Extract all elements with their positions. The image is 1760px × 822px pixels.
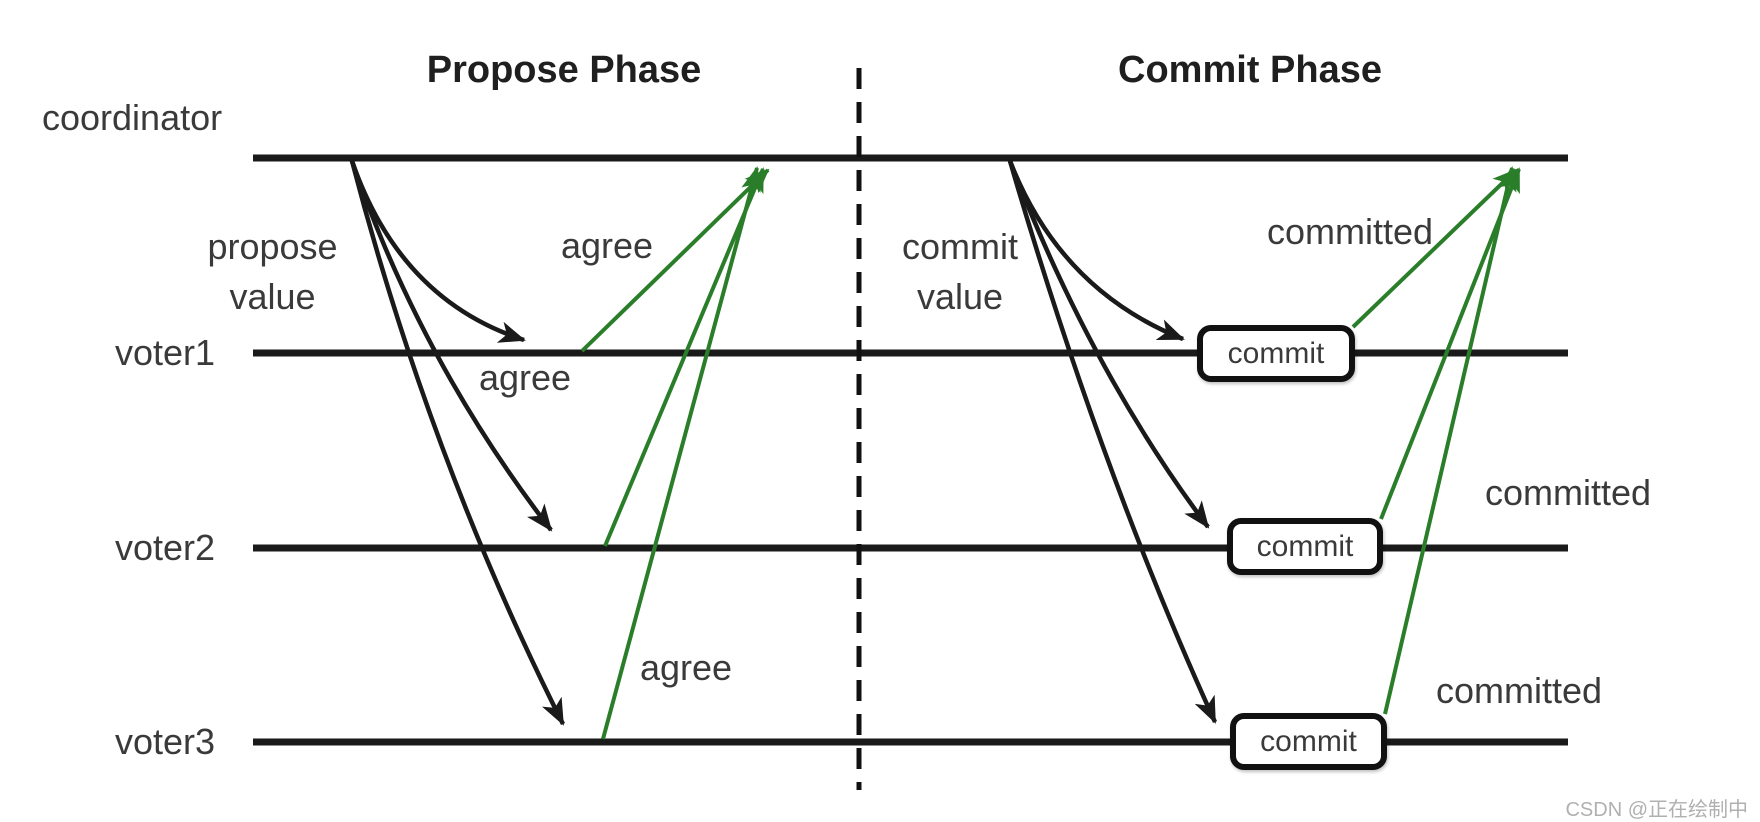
agree-arrow-voter3 (601, 166, 761, 740)
commit-value-line1: commit (902, 226, 1018, 267)
commit-arrow-to-voter3 (1007, 160, 1218, 724)
propose-value-arrows (349, 160, 566, 726)
commit-box-voter2: commit (1227, 518, 1383, 575)
propose-phase-title: Propose Phase (426, 49, 702, 91)
lane-label-voter2: voter2 (114, 527, 215, 568)
commit-arrow-to-voter2 (1007, 160, 1210, 529)
agree-label-voter2: agree (478, 357, 572, 398)
agree-arrow-voter1 (580, 168, 770, 353)
commit-box-voter1: commit (1197, 325, 1355, 382)
commit-box-voter1-label: commit (1227, 336, 1325, 370)
committed-arrow-voter2 (1379, 167, 1521, 520)
propose-value-line1: propose (207, 226, 338, 267)
commit-box-voter3-label: commit (1260, 724, 1357, 758)
agree-arrows (580, 166, 770, 740)
propose-arrow-to-voter3 (349, 160, 566, 726)
committed-arrows (1351, 166, 1521, 715)
committed-arrow-voter1 (1351, 168, 1518, 329)
commit-phase-title: Commit Phase (1118, 49, 1382, 91)
agree-label-voter1: agree (560, 225, 654, 266)
agree-label-voter3: agree (639, 647, 733, 688)
propose-value-line2: value (229, 276, 316, 317)
commit-value-label: commit value (870, 222, 1050, 322)
committed-label-voter1: committed (1266, 211, 1434, 252)
committed-arrow-voter3 (1383, 166, 1517, 715)
commit-value-arrows (1007, 160, 1218, 724)
commit-box-voter3: commit (1230, 713, 1387, 770)
commit-box-voter2-label: commit (1256, 529, 1354, 563)
lane-label-voter1: voter1 (114, 332, 215, 373)
csdn-watermark: CSDN @正在绘制中 (1565, 799, 1748, 821)
lane-label-voter3: voter3 (114, 721, 215, 762)
propose-arrow-to-voter2 (349, 160, 553, 532)
committed-label-voter3: committed (1435, 670, 1603, 711)
propose-value-label: propose value (180, 222, 365, 322)
commit-value-line2: value (916, 276, 1004, 317)
lane-label-coordinator: coordinator (42, 97, 223, 138)
agree-arrow-voter2 (603, 167, 765, 547)
committed-label-voter2: committed (1484, 472, 1652, 513)
